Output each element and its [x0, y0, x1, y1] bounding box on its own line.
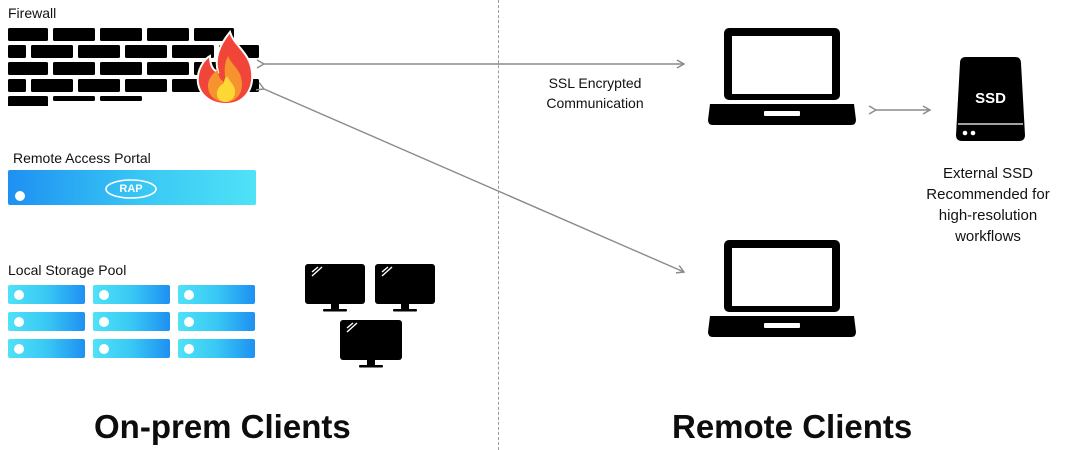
storage-label: Local Storage Pool [8, 262, 127, 278]
status-led [184, 289, 194, 300]
storage-unit [93, 312, 170, 331]
remote-access-portal-device [8, 170, 256, 205]
storage-unit [178, 339, 255, 358]
status-led [15, 191, 25, 201]
storage-unit [8, 312, 85, 331]
ssl-caption-line2: Communication [546, 95, 644, 111]
external-ssd-icon: SSD [954, 55, 1027, 142]
ssd-caption-line: workflows [955, 228, 1021, 245]
status-led [184, 343, 194, 354]
status-led [99, 316, 109, 327]
status-led [14, 316, 24, 327]
status-led [99, 343, 109, 354]
status-led [14, 289, 24, 300]
desktop-monitors-group [305, 264, 435, 368]
storage-unit [178, 285, 255, 304]
laptop-icon [708, 28, 856, 125]
laptop-icon [708, 240, 856, 337]
firewall-icon [8, 28, 259, 106]
storage-unit [8, 285, 85, 304]
ssd-caption-line: Recommended for [926, 186, 1050, 203]
ssd-caption: External SSD Recommended for high-resolu… [912, 163, 1064, 247]
desktop-monitor-icon [305, 264, 365, 312]
onprem-title: On-prem Clients [94, 408, 351, 445]
status-led [184, 316, 194, 327]
storage-unit [93, 285, 170, 304]
firewall-to-laptop-2-arrow [255, 82, 686, 274]
firewall-label: Firewall [8, 5, 57, 21]
rap-logo-text: RAP [119, 183, 142, 195]
storage-unit [178, 312, 255, 331]
status-led [99, 289, 109, 300]
desktop-monitor-icon [340, 320, 402, 368]
status-led [14, 343, 24, 354]
ssd-caption-line: high-resolution [938, 207, 1038, 224]
portal-label: Remote Access Portal [13, 150, 151, 166]
ssd-caption-line: External SSD [942, 165, 1034, 182]
storage-unit [8, 339, 85, 358]
ssl-caption-line1: SSL Encrypted [548, 75, 642, 91]
ssd-badge: SSD [975, 90, 1006, 107]
rap-logo-icon: RAP [105, 179, 157, 199]
storage-pool-grid [8, 285, 258, 360]
remote-title: Remote Clients [672, 408, 913, 445]
ssl-caption: SSL Encrypted Communication [519, 73, 671, 113]
storage-unit [93, 339, 170, 358]
